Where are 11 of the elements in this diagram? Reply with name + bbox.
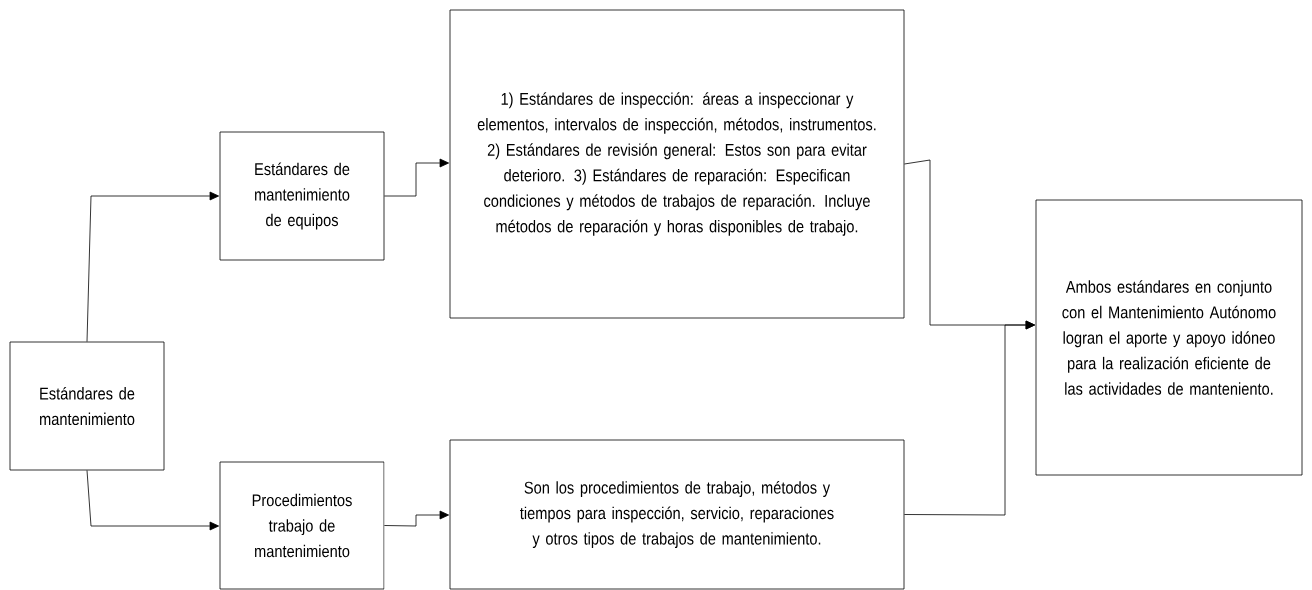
- arrow: [86, 191, 220, 342]
- arrow: [904, 320, 1036, 516]
- process-box: Son los procedimientos de trabajo, métodos y tiempos para inspección, servicio, reparaciones y otros tipos de trabajos de mantenimiento.: [449, 439, 905, 590]
- process-box: Procedimientos trabajo de mantenimiento: [219, 461, 385, 590]
- arrow: [384, 510, 450, 527]
- process-box: Ambos estándares en conjunto con el Mantenimiento Autónomo logran el aporte y apoyo idóneo para la realización eficiente de las actividades de manteniento.: [1035, 199, 1303, 476]
- process-box: Estándares de mantenimiento de equipos: [219, 131, 385, 261]
- arrow: [384, 158, 450, 197]
- process-box: 1) Estándares de inspección: áreas a inspeccionar y elementos, intervalos de inspección, métodos, instrumentos. 2) Estándares de revisión general: Estos son para evitar deterioro. 3) Estándares de reparación: Especifican condiciones y métodos de trabajos de reparación. Incluye métodos de reparación y horas disponibles de trabajo.: [449, 9, 905, 319]
- process-box: Estándares de mantenimiento: [9, 341, 165, 471]
- arrow: [86, 470, 220, 531]
